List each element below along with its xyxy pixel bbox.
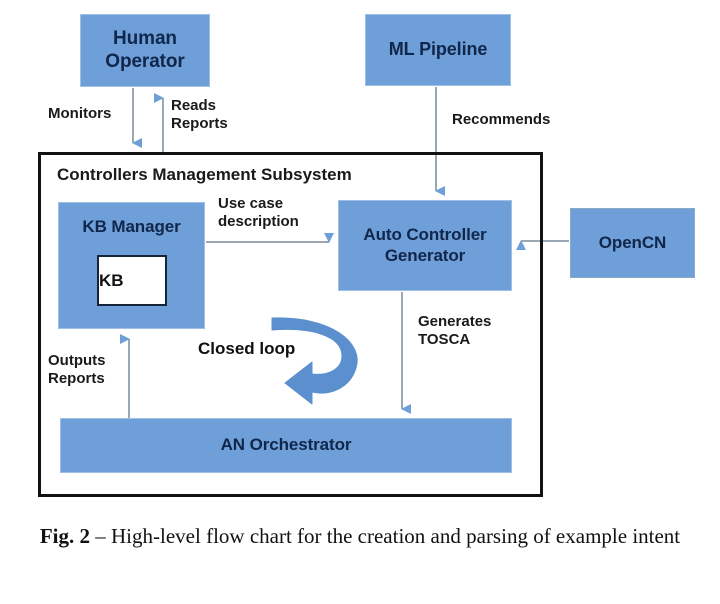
- node-an-orchestrator-label: AN Orchestrator: [220, 435, 352, 455]
- node-human-operator-label: Human Operator: [105, 28, 185, 72]
- node-opencn-label: OpenCN: [598, 232, 667, 252]
- node-ml-pipeline-label: ML Pipeline: [388, 39, 488, 60]
- node-auto-controller-generator-label: Auto Controller Generator: [363, 225, 487, 265]
- node-ml-pipeline[interactable]: ML Pipeline: [365, 14, 511, 86]
- subsystem-title: Controllers Management Subsystem: [57, 165, 352, 184]
- node-kb[interactable]: KB: [97, 255, 167, 306]
- closed-loop-label: Closed loop: [198, 339, 296, 358]
- closed-loop-arrow-icon: [271, 317, 358, 405]
- node-an-orchestrator[interactable]: AN Orchestrator: [60, 418, 512, 473]
- edge-label-outputs-reports: Outputs Reports: [48, 352, 106, 388]
- edge-label-use-case-description: Use case description: [218, 195, 299, 231]
- edge-label-generates-tosca: Generates TOSCA: [418, 313, 492, 349]
- node-auto-controller-generator[interactable]: Auto Controller Generator: [338, 200, 512, 291]
- node-opencn[interactable]: OpenCN: [570, 208, 695, 278]
- node-kb-manager-label: KB Manager: [82, 217, 181, 236]
- figure-caption-prefix: Fig. 2: [39, 524, 91, 548]
- edge-label-recommends: Recommends: [452, 111, 551, 128]
- edge-label-reads-reports: Reads Reports: [171, 97, 228, 133]
- edge-label-monitors: Monitors: [48, 105, 112, 122]
- node-kb-label: KB: [99, 270, 124, 290]
- figure-caption: Fig. 2 – High-level flow chart for the c…: [22, 522, 698, 552]
- controllers-management-subsystem-boundary: [38, 152, 543, 497]
- node-human-operator[interactable]: Human Operator: [80, 14, 210, 87]
- figure-caption-text: – High-level flow chart for the creation…: [90, 524, 681, 548]
